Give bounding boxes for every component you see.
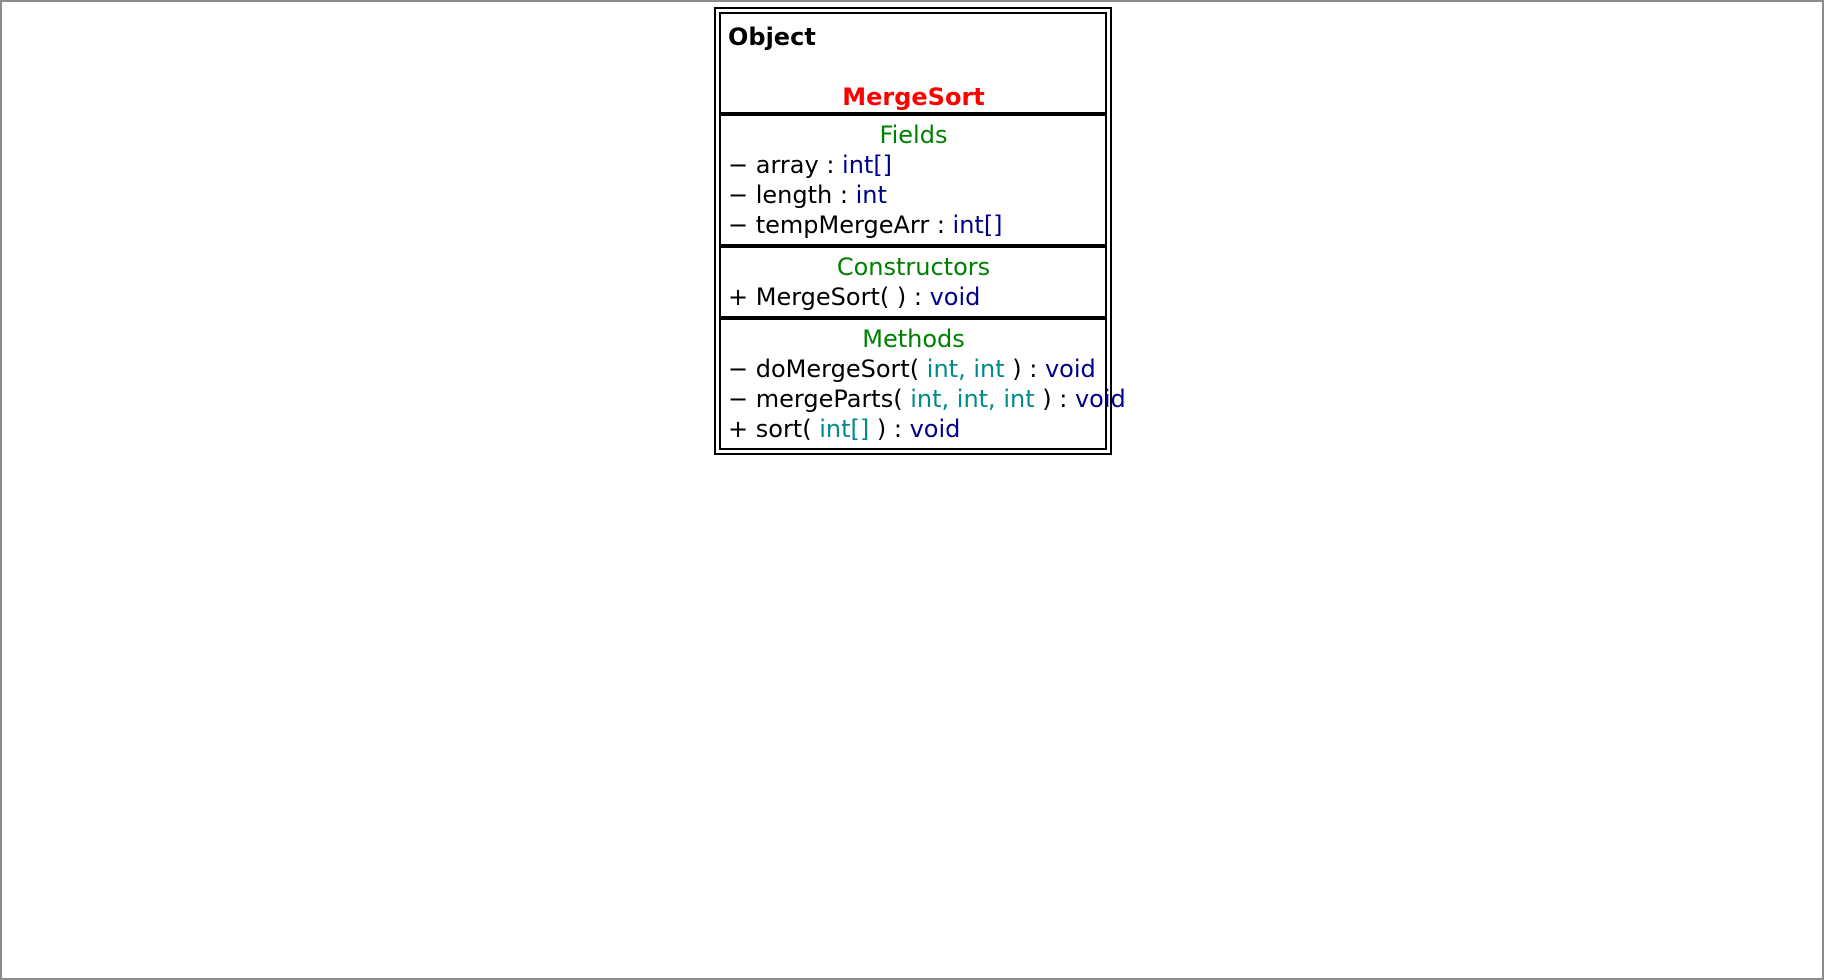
member-name: tempMergeArr: [755, 211, 930, 239]
method-row: + sort( int[] ) : void: [728, 414, 1099, 444]
member-type: int[]: [842, 151, 893, 179]
field-row: − array : int[]: [728, 150, 1099, 180]
param-close: ): [869, 415, 887, 443]
param-types: int, int, int: [902, 385, 1035, 413]
constructor-row: + MergeSort( ) : void: [728, 282, 1099, 312]
class-name-compartment: Object MergeSort: [721, 14, 1105, 112]
member-type: int: [855, 181, 887, 209]
visibility-marker: +: [728, 415, 749, 443]
field-row: − tempMergeArr : int[]: [728, 210, 1099, 240]
type-separator: :: [1051, 385, 1075, 413]
param-close: ): [889, 283, 907, 311]
methods-title: Methods: [862, 325, 965, 353]
type-separator: :: [832, 181, 856, 209]
field-row: − length : int: [728, 180, 1099, 210]
return-type: void: [1074, 385, 1126, 413]
param-types: int, int: [919, 355, 1005, 383]
return-type: void: [1044, 355, 1096, 383]
method-row: − doMergeSort( int, int ) : void: [728, 354, 1099, 384]
uml-class-box[interactable]: Object MergeSort Fields − array : int[] …: [714, 7, 1126, 455]
fields-compartment: Fields − array : int[] − length : int − …: [721, 112, 1105, 244]
type-separator: :: [906, 283, 930, 311]
type-separator: :: [1021, 355, 1045, 383]
member-name: length: [755, 181, 833, 209]
visibility-marker: −: [728, 385, 749, 413]
member-name: array: [755, 151, 819, 179]
member-name: mergeParts(: [755, 385, 903, 413]
visibility-marker: −: [728, 355, 749, 383]
visibility-marker: −: [728, 211, 749, 239]
return-type: void: [909, 415, 961, 443]
method-row: − mergeParts( int, int, int ) : void: [728, 384, 1126, 414]
methods-compartment: Methods − doMergeSort( int, int ) : void…: [721, 316, 1126, 448]
member-name: doMergeSort(: [755, 355, 920, 383]
class-name: MergeSort: [842, 83, 985, 111]
visibility-marker: +: [728, 283, 749, 311]
constructors-compartment: Constructors + MergeSort( ) : void: [721, 244, 1105, 316]
return-type: void: [929, 283, 981, 311]
param-close: ): [1034, 385, 1052, 413]
type-separator: :: [818, 151, 843, 179]
member-name: MergeSort(: [755, 283, 890, 311]
uml-class-inner: Object MergeSort Fields − array : int[] …: [719, 12, 1126, 450]
visibility-marker: −: [728, 181, 749, 209]
member-name: sort(: [755, 415, 812, 443]
superclass-label: Object: [728, 23, 816, 51]
param-types: int[]: [811, 415, 870, 443]
fields-title: Fields: [879, 121, 948, 149]
constructors-title: Constructors: [836, 253, 991, 281]
member-type: int[]: [952, 211, 1003, 239]
param-close: ): [1004, 355, 1022, 383]
type-separator: :: [929, 211, 953, 239]
type-separator: :: [886, 415, 910, 443]
visibility-marker: −: [728, 151, 749, 179]
